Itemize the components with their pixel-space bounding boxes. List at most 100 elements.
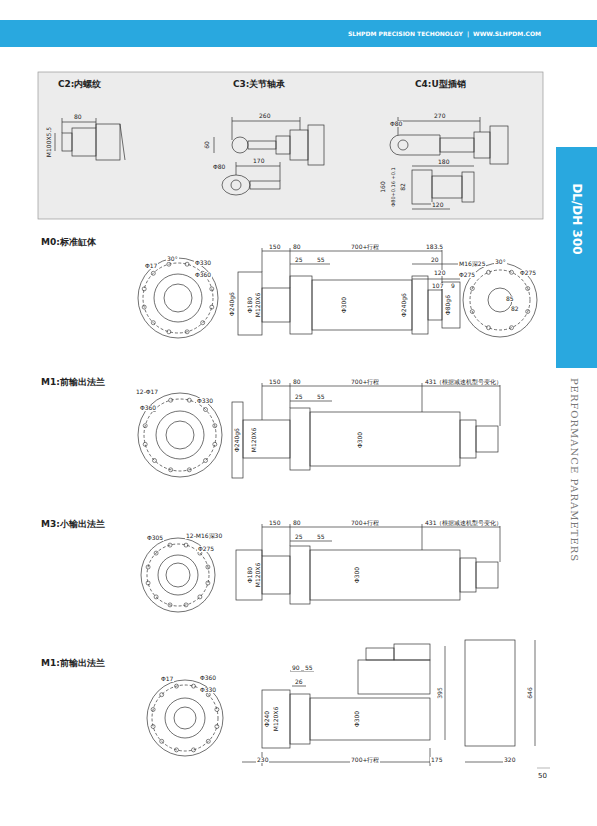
dimension-label: Φ330	[199, 687, 217, 693]
dimension-label: Φ180	[247, 566, 253, 584]
header-text: |	[467, 30, 469, 37]
bolt-hole	[169, 468, 173, 472]
dimension-label: 270	[433, 113, 446, 119]
section-heading: C3:关节轴承	[232, 80, 286, 89]
bolt-hole	[206, 693, 210, 697]
dimension-label: 260	[258, 113, 271, 119]
section-heading: M1:前输出法兰	[40, 378, 106, 387]
bolt-hole	[167, 330, 171, 334]
dimension-label: Φ300	[341, 296, 347, 314]
dimension-label: M120X6	[255, 292, 261, 319]
dimension-label: 60	[204, 140, 210, 150]
bolt-hole	[154, 595, 158, 599]
bolt-hole	[470, 310, 474, 314]
bolt-hole	[213, 424, 217, 428]
dimension-label: 120	[433, 270, 446, 276]
bolt-hole	[192, 684, 196, 688]
bolt-hole	[142, 305, 146, 309]
bolt-hole	[169, 398, 173, 402]
bolt-hole	[187, 468, 191, 472]
dimension-label: Φ17	[144, 263, 158, 269]
header-text: WWW.SLHPDM.COM	[473, 30, 541, 37]
dimension-label: 55	[316, 534, 326, 540]
dimension-label: 320	[503, 757, 516, 763]
dimension-label: 150	[268, 379, 281, 385]
bolt-hole	[146, 581, 150, 585]
tab-title: DL/DH 300	[570, 183, 584, 254]
bolt-hole	[153, 459, 157, 463]
bolt-hole	[526, 310, 530, 314]
dimension-label: Φ80+0.16 +0.1	[391, 166, 396, 207]
bolt-hole	[510, 326, 514, 330]
dimension-label: 700+行程	[350, 244, 380, 250]
bolt-hole	[215, 708, 219, 712]
header-text: SLHPDM PRECISION TECHONOLGY	[348, 30, 463, 37]
bolt-hole	[204, 408, 208, 412]
bolt-hole	[143, 424, 147, 428]
dimension-label: 30°	[494, 259, 507, 265]
dimension-label: M120X6	[255, 562, 261, 589]
dimension-label: Φ240g6	[401, 292, 407, 318]
dimension-label: 12-Φ17	[135, 389, 159, 395]
dimension-label: 25	[294, 394, 304, 400]
dimension-label: Φ300	[357, 431, 363, 449]
bolt-hole	[175, 748, 179, 752]
dimension-label: 25	[294, 257, 304, 263]
dimension-label: 230	[256, 757, 269, 763]
bolt-hole	[201, 321, 205, 325]
dimension-label: M120X6	[273, 706, 279, 733]
dimension-label: 55	[316, 394, 326, 400]
bolt-hole	[168, 543, 172, 547]
dimension-label: 80	[73, 114, 83, 120]
dimension-label: Φ300	[354, 710, 360, 728]
dimension-label: 55	[304, 665, 314, 671]
dimension-label: 700+行程	[350, 520, 380, 526]
dimension-label: 80	[292, 379, 302, 385]
bolt-hole	[470, 287, 474, 291]
dimension-label: 25	[294, 534, 304, 540]
dimension-label: 80	[292, 244, 302, 250]
dimension-label: Φ360	[199, 675, 217, 681]
dimension-label: Φ240	[264, 710, 270, 728]
dimension-label: Φ17	[160, 676, 174, 682]
bolt-hole	[210, 305, 214, 309]
bolt-hole	[185, 262, 189, 266]
dimension-label: 175	[430, 757, 443, 763]
dimension-label: 20	[430, 257, 440, 263]
dimension-label: 50	[537, 773, 548, 780]
dimension-label: 646	[527, 686, 533, 699]
dimension-label: Φ240g6	[234, 427, 240, 453]
dimension-label: 160	[380, 180, 386, 193]
bolt-hole	[487, 270, 491, 274]
dimension-label: 80	[292, 520, 302, 526]
bolt-hole	[510, 270, 514, 274]
dimension-label: Φ275	[519, 270, 537, 276]
section-heading: M3:小输出法兰	[40, 520, 106, 529]
bolt-hole	[487, 326, 491, 330]
dimension-label: 150	[268, 244, 281, 250]
bolt-hole	[198, 595, 202, 599]
bolt-hole	[151, 321, 155, 325]
dimension-label: 150	[268, 520, 281, 526]
section-heading: C2:内螺纹	[57, 80, 102, 89]
bolt-hole	[213, 442, 217, 446]
dimension-label: Φ180	[247, 296, 253, 314]
side-tab: DL/DH 300	[556, 147, 597, 368]
dimension-label: 82	[510, 306, 520, 312]
dimension-label: 90	[291, 665, 301, 671]
bolt-hole	[206, 565, 210, 569]
bolt-hole	[151, 725, 155, 729]
bolt-hole	[184, 543, 188, 547]
dimension-label: PERFORMANCE PARAMETERS	[569, 377, 579, 563]
bolt-hole	[167, 262, 171, 266]
bolt-hole	[160, 739, 164, 743]
bolt-hole	[210, 287, 214, 291]
bolt-hole	[151, 271, 155, 275]
dimension-label: 183.5	[425, 244, 444, 250]
dimension-label: Φ80	[212, 164, 226, 170]
bolt-hole	[204, 459, 208, 463]
bolt-hole	[168, 603, 172, 607]
dimension-label: 395	[437, 686, 443, 699]
dimension-label: 431（根据减速机型号变化）	[424, 520, 503, 526]
dimension-label: Φ330	[196, 398, 214, 404]
